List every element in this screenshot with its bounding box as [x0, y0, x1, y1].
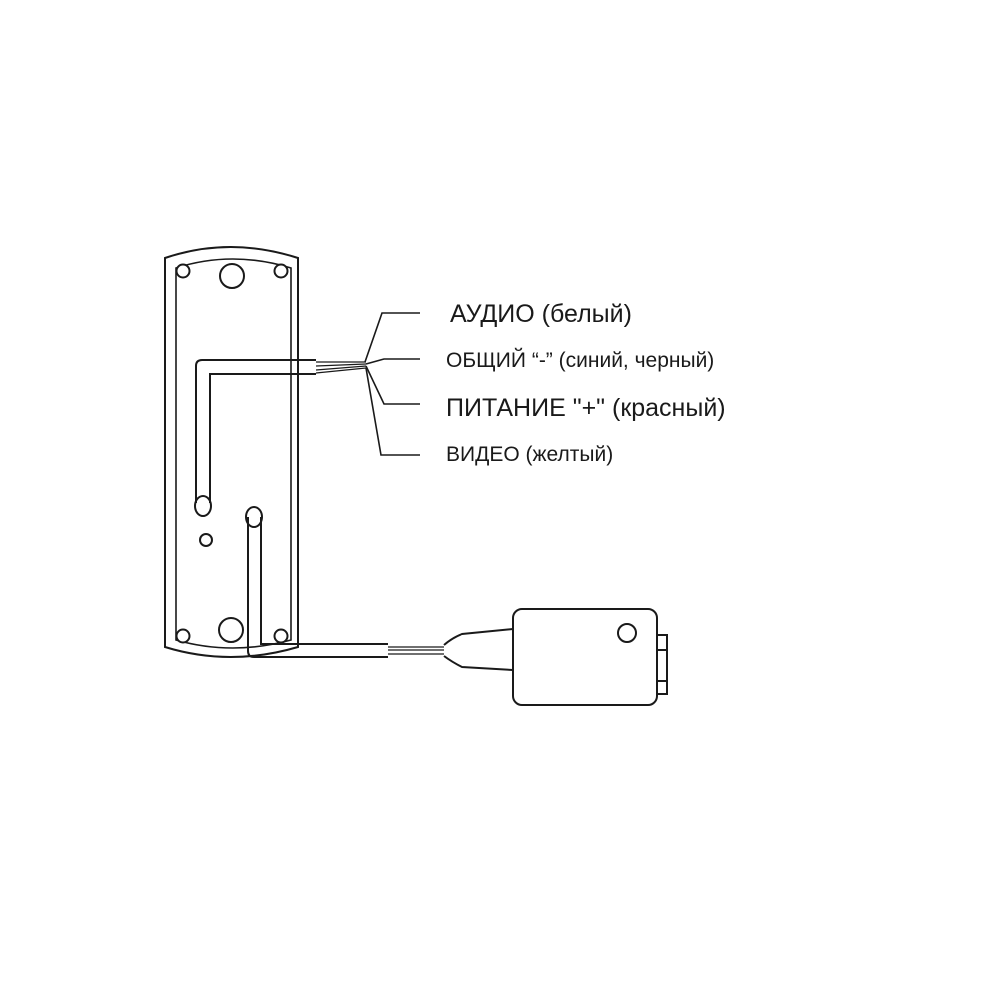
upper-cable-wires — [315, 361, 367, 374]
screw-top-right — [273, 263, 289, 279]
label-power: ПИТАНИЕ "+" (красный) — [446, 394, 726, 422]
wire-labels: АУДИО (белый) ОБЩИЙ “-” (синий, черный) … — [446, 300, 726, 466]
call-panel — [164, 246, 299, 658]
call-panel-inner-frame — [175, 258, 292, 649]
label-audio: АУДИО (белый) — [450, 300, 632, 328]
label-common: ОБЩИЙ “-” (синий, черный) — [446, 348, 714, 372]
module-body — [512, 608, 658, 706]
leader-common — [365, 358, 420, 365]
leader-power — [365, 365, 420, 405]
hole-mid-left — [199, 533, 213, 547]
camera-module — [512, 608, 668, 706]
lower-cable-inner — [260, 517, 388, 645]
call-panel-outline — [164, 246, 299, 658]
upper-cable — [194, 359, 367, 517]
screw-bottom-center — [218, 617, 244, 643]
lower-cable-outer — [247, 517, 388, 658]
screw-bottom-left — [175, 628, 191, 644]
leader-video — [365, 367, 420, 456]
label-leaders — [364, 312, 420, 456]
screw-top-center — [219, 263, 245, 289]
leader-audio — [364, 312, 420, 363]
upper-cable-grommet — [194, 495, 212, 517]
module-strain-relief — [443, 628, 514, 671]
screw-bottom-right — [273, 628, 289, 644]
upper-cable-outer — [195, 359, 316, 503]
lower-cable — [245, 506, 514, 671]
label-video: ВИДЕО (желтый) — [446, 443, 613, 466]
mounting-holes — [175, 263, 289, 644]
screw-top-left — [175, 263, 191, 279]
lower-cable-wires — [388, 646, 444, 655]
upper-cable-inner — [209, 373, 316, 503]
module-connector-cap — [656, 649, 668, 682]
module-indicator-hole — [617, 623, 637, 643]
